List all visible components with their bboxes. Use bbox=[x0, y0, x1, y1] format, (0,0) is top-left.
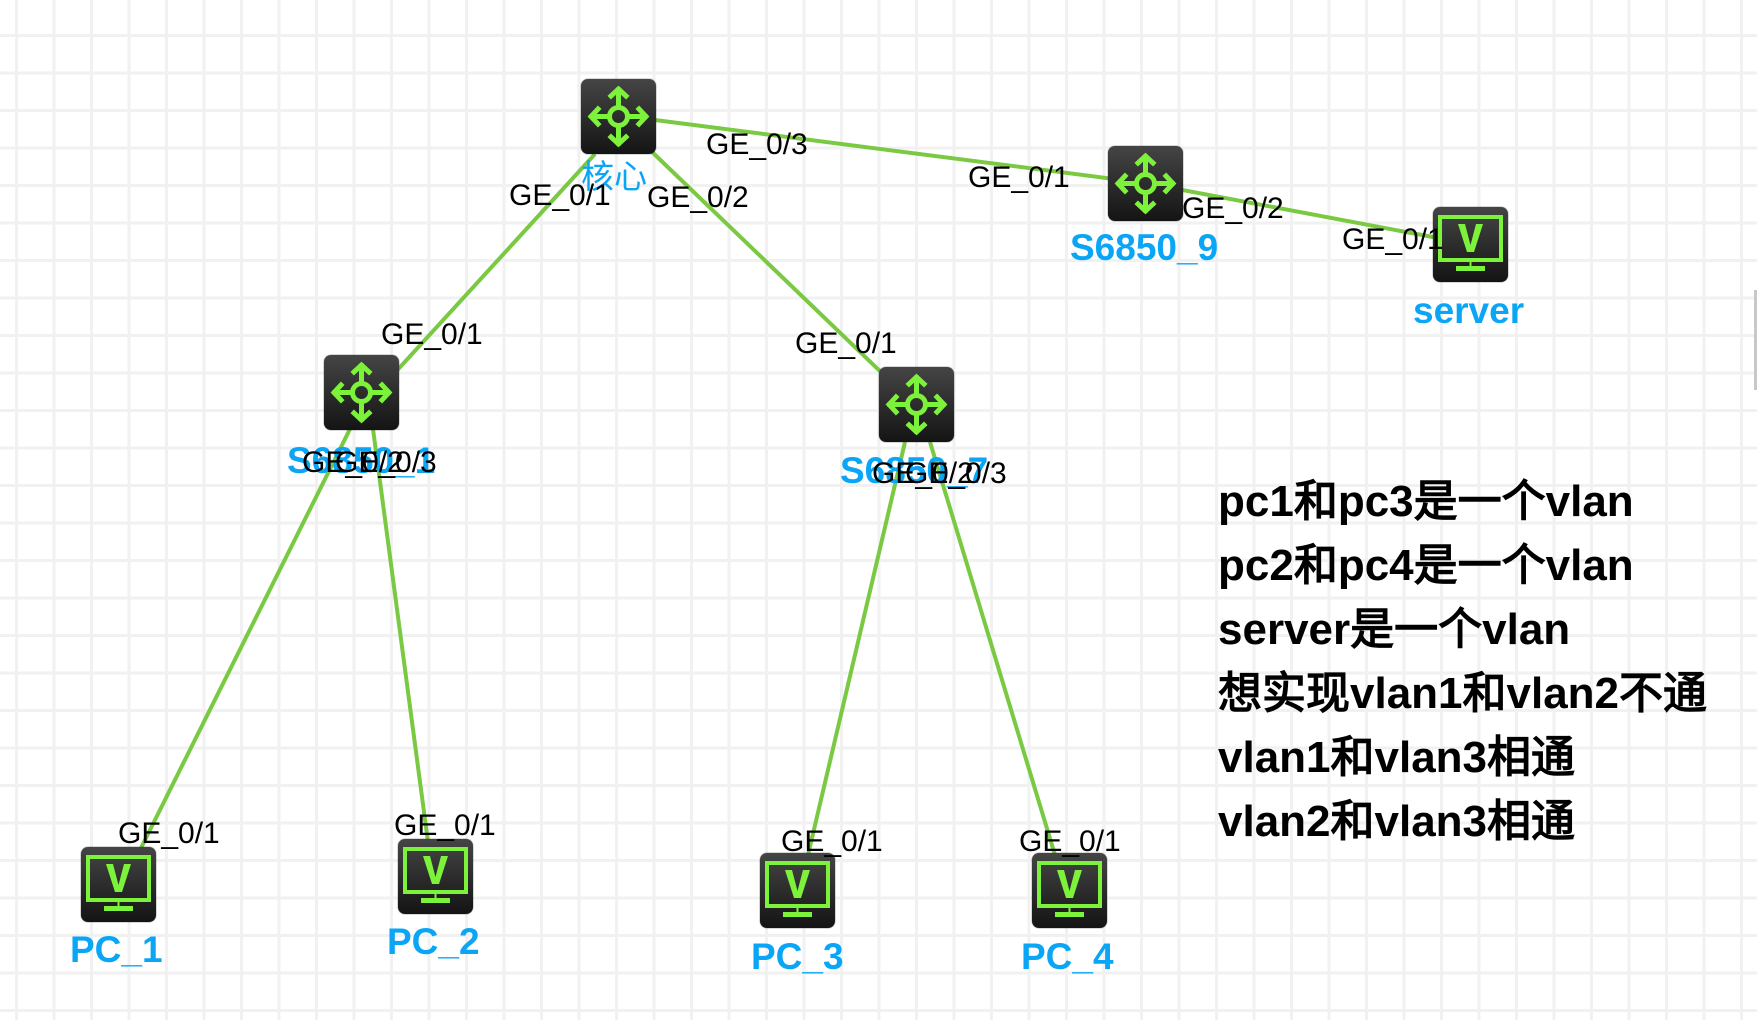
port-label-core-ge01: GE_0/1 bbox=[509, 179, 611, 212]
node-pc_2[interactable] bbox=[398, 839, 473, 914]
port-label-pc_3-ge01: GE_0/1 bbox=[781, 825, 883, 858]
node-s6850_9[interactable] bbox=[1108, 146, 1183, 221]
port-label-s6850_9-ge01: GE_0/1 bbox=[968, 161, 1070, 194]
link-s6850_9-server[interactable] bbox=[1144, 181, 1471, 246]
link-s6850_1-pc_2[interactable] bbox=[371, 428, 430, 843]
port-label-s6850_7-ge03: GE_0/3 bbox=[905, 457, 1007, 490]
node-label-pc_1: PC_1 bbox=[70, 929, 163, 970]
node-label-core: 核心 bbox=[581, 157, 647, 196]
host-monitor-icon bbox=[765, 861, 830, 917]
notes-textbox[interactable]: pc1和pc3是一个vlan pc2和pc4是一个vlan server是一个v… bbox=[1218, 470, 1707, 854]
note-line: pc1和pc3是一个vlan bbox=[1218, 477, 1634, 526]
link-core-s6850_9[interactable] bbox=[654, 118, 1146, 185]
node-s6850_1[interactable] bbox=[324, 355, 399, 430]
node-s6850_7[interactable] bbox=[879, 367, 954, 442]
host-monitor-icon bbox=[403, 847, 468, 903]
note-line: server是一个vlan bbox=[1218, 605, 1571, 654]
link-s6850_1-pc_1[interactable] bbox=[138, 428, 352, 851]
port-label-pc_4-ge01: GE_0/1 bbox=[1019, 825, 1121, 858]
port-label-s6850_1-ge02: GE_0/2 bbox=[302, 446, 404, 479]
node-label-s6850_7: S6850_7 bbox=[840, 450, 989, 491]
link-s6850_7-pc_4[interactable] bbox=[928, 441, 1057, 856]
vertical-scrollbar[interactable] bbox=[1754, 290, 1757, 390]
port-label-s6850_9-ge02: GE_0/2 bbox=[1182, 192, 1284, 225]
host-monitor-icon bbox=[86, 855, 151, 911]
port-label-server-ge01: GE_0/1 bbox=[1342, 223, 1444, 256]
note-line: 想实现vlan1和vlan2不通 bbox=[1218, 669, 1708, 718]
note-line: vlan2和vlan3相通 bbox=[1218, 797, 1576, 846]
node-label-pc_4: PC_4 bbox=[1021, 936, 1114, 977]
link-core-s6850_1[interactable] bbox=[368, 152, 597, 402]
node-server[interactable] bbox=[1433, 207, 1508, 282]
router-icon bbox=[330, 361, 393, 424]
port-label-core-ge02: GE_0/2 bbox=[647, 181, 749, 214]
router-icon bbox=[1114, 152, 1177, 215]
host-monitor-icon bbox=[1438, 215, 1503, 271]
node-label-s6850_1: S6850_1 bbox=[287, 440, 436, 481]
link-s6850_7-pc_3[interactable] bbox=[806, 441, 907, 856]
node-pc_1[interactable] bbox=[81, 847, 156, 922]
port-label-core-ge03: GE_0/3 bbox=[706, 128, 808, 161]
note-line: pc2和pc4是一个vlan bbox=[1218, 541, 1634, 590]
node-pc_3[interactable] bbox=[760, 853, 835, 928]
port-label-pc_2-ge01: GE_0/1 bbox=[394, 809, 496, 842]
note-line: vlan1和vlan3相通 bbox=[1218, 733, 1576, 782]
node-pc_4[interactable] bbox=[1032, 853, 1107, 928]
port-label-pc_1-ge01: GE_0/1 bbox=[118, 817, 220, 850]
port-label-s6850_1-ge01: GE_0/1 bbox=[381, 318, 483, 351]
node-core[interactable] bbox=[581, 79, 656, 154]
router-icon bbox=[587, 85, 650, 148]
node-label-pc_3: PC_3 bbox=[751, 936, 844, 977]
port-label-s6850_7-ge02: GE_0/2 bbox=[872, 457, 974, 490]
port-label-s6850_7-ge01: GE_0/1 bbox=[795, 327, 897, 360]
link-core-s6850_7[interactable] bbox=[648, 148, 912, 402]
node-label-s6850_9: S6850_9 bbox=[1070, 227, 1219, 268]
router-icon bbox=[885, 373, 948, 436]
node-label-server: server bbox=[1413, 290, 1525, 331]
host-monitor-icon bbox=[1037, 861, 1102, 917]
port-label-s6850_1-ge03: GE_0/3 bbox=[335, 446, 437, 479]
node-label-pc_2: PC_2 bbox=[387, 921, 480, 962]
